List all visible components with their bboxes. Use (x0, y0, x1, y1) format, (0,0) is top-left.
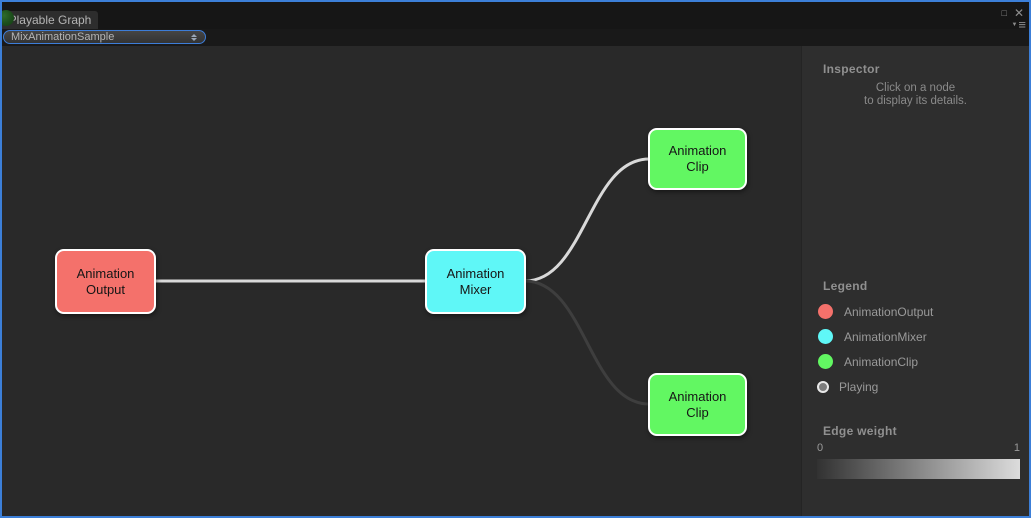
legend-label: Playing (839, 379, 879, 394)
legend-item-animation-output: AnimationOutput (818, 299, 933, 324)
node-animation-clip-top[interactable]: Animation Clip (648, 128, 747, 190)
maximize-icon[interactable]: □ (1001, 8, 1007, 18)
node-label-line: Clip (686, 404, 709, 420)
node-animation-mixer[interactable]: Animation Mixer (425, 249, 526, 314)
green-dot-icon (2, 10, 14, 26)
edge-weight-min-label: 0 (817, 442, 824, 454)
edge-mixer-to-clip-bottom (524, 279, 650, 406)
legend-item-playing: Playing (817, 374, 933, 399)
node-label-line: Animation (76, 265, 135, 281)
legend-label: AnimationOutput (844, 304, 934, 319)
inspector-title: Inspector (823, 62, 880, 76)
pane-menu-button[interactable]: ▼ ≡ (1011, 17, 1026, 32)
legend-dot-cyan (818, 329, 833, 344)
edge-mixer-to-clip-top (524, 157, 650, 283)
edges-layer (156, 157, 650, 406)
legend-dot-green (818, 354, 833, 369)
legend-item-animation-mixer: AnimationMixer (818, 324, 933, 349)
graph-selector-dropdown[interactable]: MixAnimationSample (3, 30, 206, 44)
edge-weight-scale: 0 1 (817, 442, 1020, 454)
legend-dot-red (818, 304, 833, 319)
legend-label: AnimationClip (844, 354, 919, 369)
node-label-line: Animation (446, 265, 505, 281)
dropdown-stepper-icon (191, 33, 198, 41)
window-controls: □ ✕ (1002, 7, 1025, 19)
legend-item-animation-clip: AnimationClip (818, 349, 933, 374)
titlebar: Playable Graph □ ✕ ▼ ≡ (2, 2, 1029, 32)
legend-label: AnimationMixer (844, 329, 927, 344)
node-label-line: Mixer (459, 281, 492, 297)
caret-down-icon: ▼ (1011, 22, 1018, 28)
node-label-line: Animation (668, 388, 727, 404)
close-icon[interactable]: ✕ (1013, 6, 1024, 20)
graph-canvas[interactable]: Animation Output Animation Mixer Animati… (2, 46, 801, 516)
hamburger-menu-icon: ≡ (1018, 17, 1026, 32)
node-label-line: Output (85, 281, 126, 297)
placeholder-line: to display its details. (864, 95, 967, 107)
placeholder-line: Click on a node (875, 82, 956, 94)
inspector-panel: Inspector Click on a node to display its… (801, 46, 1029, 516)
edge-weight-max-label: 1 (1013, 442, 1020, 454)
tab-label: Playable Graph (8, 13, 92, 27)
node-label-line: Clip (686, 159, 709, 174)
legend-dot-playing (817, 380, 829, 393)
node-label-line: Animation (668, 143, 727, 158)
legend-list: AnimationOutput AnimationMixer Animation… (817, 299, 933, 399)
edge-weight-gradient-bar (817, 459, 1020, 479)
toolbar: MixAnimationSample (2, 29, 1029, 46)
tab-playable-graph[interactable]: Playable Graph (2, 11, 98, 29)
graph-selector-value: MixAnimationSample (11, 31, 115, 43)
node-animation-clip-bottom[interactable]: Animation Clip (648, 373, 747, 436)
edge-weight-title: Edge weight (823, 424, 897, 438)
inspector-placeholder: Click on a node to display its details. (802, 82, 1029, 108)
legend-title: Legend (823, 279, 868, 293)
node-animation-output[interactable]: Animation Output (55, 249, 156, 314)
